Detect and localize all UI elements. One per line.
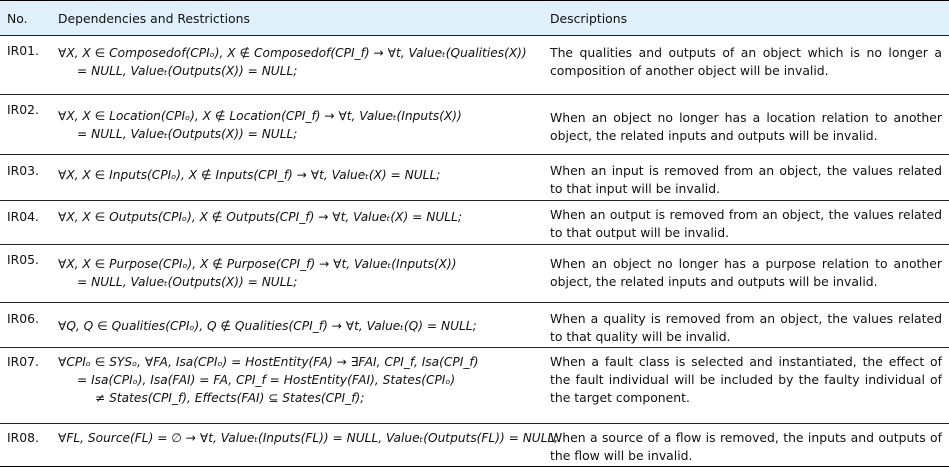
formula-line: ≠ States(CPI_f), Effects(FAI) ⊆ States(C…: [95, 391, 365, 405]
row-id: IR08.: [7, 430, 39, 445]
table-row: IR02. ∀X, X ∈ Location(CPIₒ), X ∉ Locati…: [0, 95, 949, 155]
table-row: IR06. ∀Q, Q ∈ Qualities(CPIₒ), Q ∉ Quali…: [0, 303, 949, 348]
row-formula: ∀X, X ∈ Composedof(CPIₒ), X ∉ Composedof…: [58, 44, 543, 80]
row-id: IR02.: [7, 102, 39, 117]
row-formula: ∀Q, Q ∈ Qualities(CPIₒ), Q ∉ Qualities(C…: [58, 317, 543, 335]
row-description: When a source of a flow is removed, the …: [550, 430, 942, 463]
table-row: IR01. ∀X, X ∈ Composedof(CPIₒ), X ∉ Comp…: [0, 36, 949, 95]
formula-line: ∀FL, Source(FL) = ∅ → ∀t, Valueₜ(Inputs(…: [58, 431, 559, 445]
row-formula: ∀CPIₒ ∈ SYSₒ, ∀FA, Isa(CPIₒ) = HostEntit…: [58, 353, 543, 407]
row-id: IR03.: [7, 163, 39, 178]
formula-line: = NULL, Valueₜ(Outputs(X)) = NULL;: [77, 275, 298, 289]
row-description: When an input is removed from an object,…: [550, 163, 942, 196]
row-description: When a fault class is selected and insta…: [550, 354, 942, 405]
row-formula: ∀X, X ∈ Outputs(CPIₒ), X ∉ Outputs(CPI_f…: [58, 208, 543, 226]
row-id: IR01.: [7, 43, 39, 58]
formula-line: = NULL, Valueₜ(Outputs(X)) = NULL;: [77, 64, 298, 78]
row-description: When an output is removed from an object…: [550, 207, 942, 240]
table-row: IR07. ∀CPIₒ ∈ SYSₒ, ∀FA, Isa(CPIₒ) = Hos…: [0, 348, 949, 424]
table-header: No. Dependencies and Restrictions Descri…: [0, 1, 949, 36]
row-formula: ∀FL, Source(FL) = ∅ → ∀t, Valueₜ(Inputs(…: [58, 429, 559, 447]
formula-line: = NULL, Valueₜ(Outputs(X)) = NULL;: [77, 127, 298, 141]
formula-line: ∀X, X ∈ Composedof(CPIₒ), X ∉ Composedof…: [58, 46, 527, 60]
table-row: IR03. ∀X, X ∈ Inputs(CPIₒ), X ∉ Inputs(C…: [0, 155, 949, 201]
row-description: The qualities and outputs of an object w…: [550, 45, 942, 78]
row-description: When a quality is removed from an object…: [550, 311, 942, 344]
row-description: When an object no longer has a location …: [550, 110, 942, 143]
row-id: IR07.: [7, 354, 39, 369]
table-row: IR04. ∀X, X ∈ Outputs(CPIₒ), X ∉ Outputs…: [0, 201, 949, 245]
row-id: IR04.: [7, 209, 39, 224]
row-id: IR05.: [7, 252, 39, 267]
header-dependencies: Dependencies and Restrictions: [58, 11, 250, 26]
formula-line: = Isa(CPIₒ), Isa(FAI) = FA, CPI_f = Host…: [77, 373, 456, 387]
row-formula: ∀X, X ∈ Location(CPIₒ), X ∉ Location(CPI…: [58, 107, 543, 143]
table-row: IR05. ∀X, X ∈ Purpose(CPIₒ), X ∉ Purpose…: [0, 245, 949, 303]
formula-line: ∀X, X ∈ Outputs(CPIₒ), X ∉ Outputs(CPI_f…: [58, 210, 462, 224]
table-row: IR08. ∀FL, Source(FL) = ∅ → ∀t, Valueₜ(I…: [0, 424, 949, 467]
row-description: When an object no longer has a purpose r…: [550, 256, 942, 289]
formula-line: ∀Q, Q ∈ Qualities(CPIₒ), Q ∉ Qualities(C…: [58, 319, 477, 333]
header-no: No.: [7, 11, 28, 26]
header-descriptions: Descriptions: [550, 11, 628, 26]
row-formula: ∀X, X ∈ Purpose(CPIₒ), X ∉ Purpose(CPI_f…: [58, 255, 543, 291]
row-formula: ∀X, X ∈ Inputs(CPIₒ), X ∉ Inputs(CPI_f) …: [58, 166, 543, 184]
formula-line: ∀X, X ∈ Location(CPIₒ), X ∉ Location(CPI…: [58, 109, 462, 123]
formula-line: ∀CPIₒ ∈ SYSₒ, ∀FA, Isa(CPIₒ) = HostEntit…: [58, 355, 479, 369]
row-id: IR06.: [7, 311, 39, 326]
formula-line: ∀X, X ∈ Purpose(CPIₒ), X ∉ Purpose(CPI_f…: [58, 257, 457, 271]
formula-line: ∀X, X ∈ Inputs(CPIₒ), X ∉ Inputs(CPI_f) …: [58, 168, 441, 182]
